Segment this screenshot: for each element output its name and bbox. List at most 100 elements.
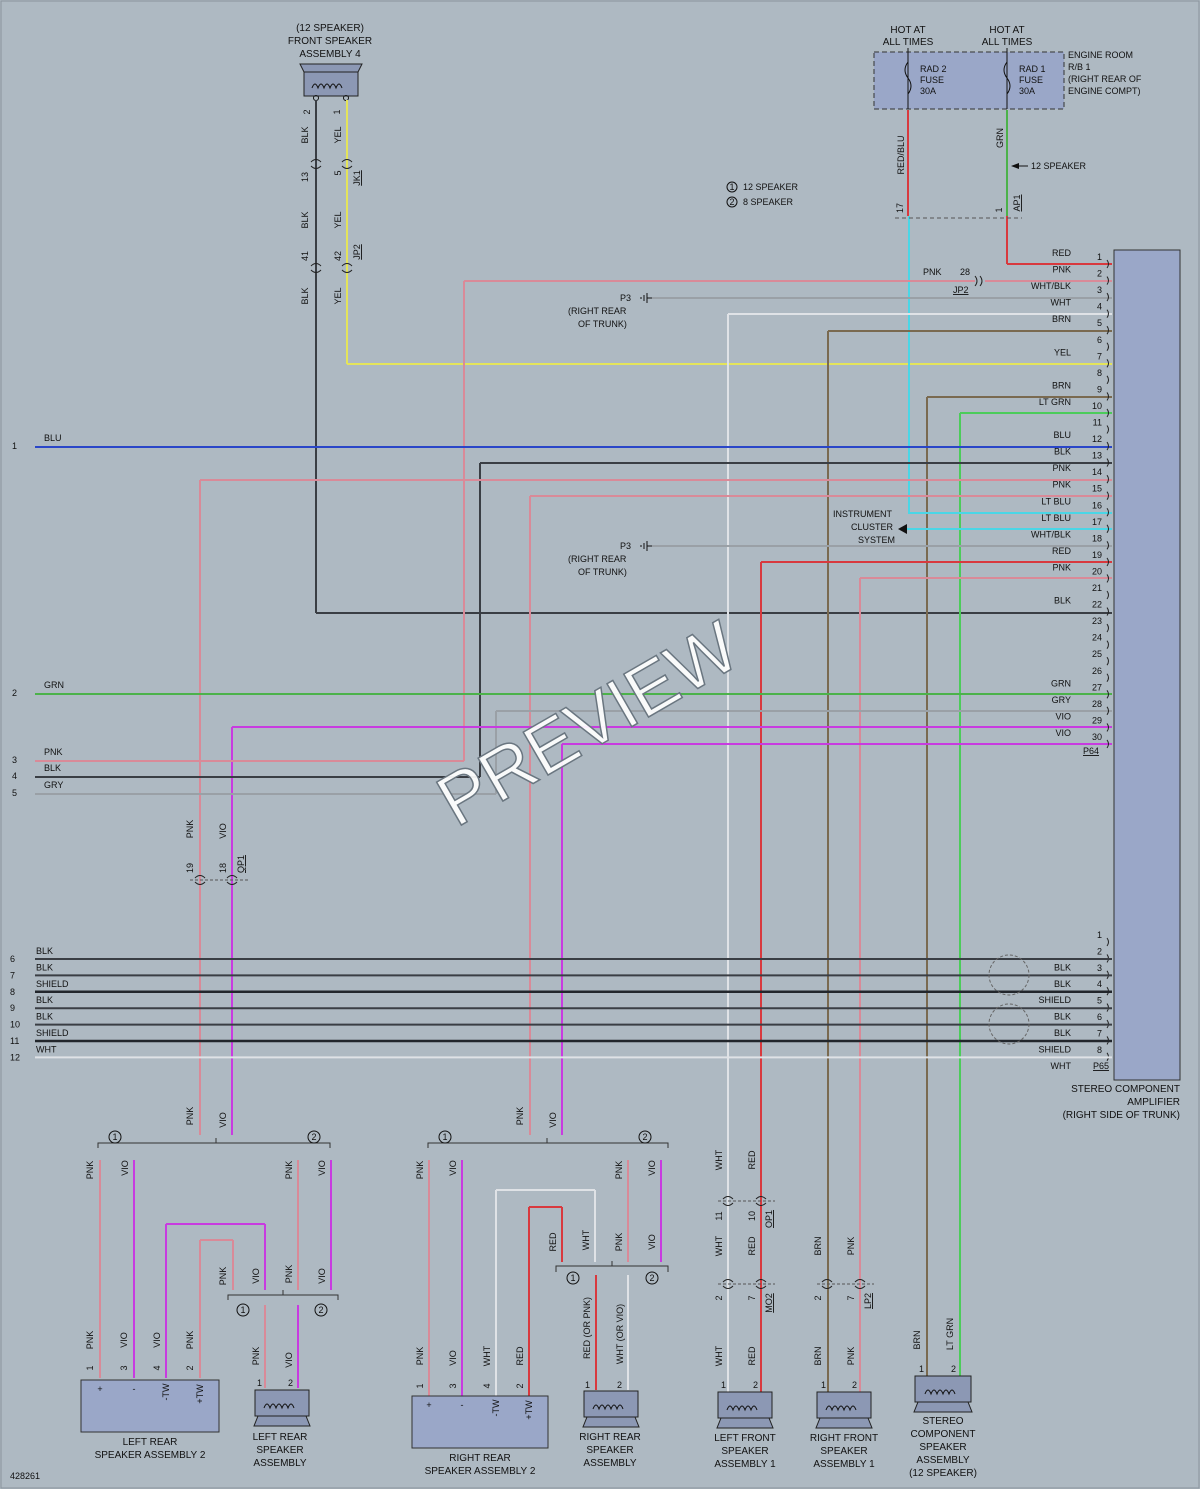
rad1-2: FUSE <box>1019 75 1043 85</box>
left-terminal-color: GRN <box>44 680 64 690</box>
bus-line-12: 12 WHT <box>10 1044 1112 1062</box>
rad2-2: FUSE <box>920 75 944 85</box>
amp-pin-color: BLU <box>1053 430 1071 440</box>
f4-pin1: 1 <box>332 109 342 114</box>
lf-mo2: MO2 <box>764 1293 774 1313</box>
f4-yel2: YEL <box>333 211 343 228</box>
erb-2: R/B 1 <box>1068 62 1091 72</box>
rr-v-pnk: PNK <box>415 1347 425 1366</box>
pin17-top: 17 <box>895 203 905 213</box>
rr-t-mtw: -TW <box>491 1399 501 1416</box>
amp2-pin-number: 8 <box>1097 1045 1102 1055</box>
lr-box2-2: SPEAKER ASSEMBLY 2 <box>95 1450 206 1461</box>
legend-t1: 12 SPEAKER <box>743 182 799 192</box>
f4-blk1: BLK <box>300 126 310 143</box>
rad1-3: 30A <box>1019 86 1035 96</box>
p3a-sub1: (RIGHT REAR <box>568 306 627 316</box>
amp-pin-mark <box>1106 673 1109 683</box>
amp-pin-number: 2 <box>1097 269 1102 279</box>
bus-number: 11 <box>10 1036 19 1046</box>
lf-box-3: ASSEMBLY 1 <box>714 1459 776 1470</box>
amp-pin-color: GRY <box>1052 695 1071 705</box>
left-terminal-number: 1 <box>12 441 17 451</box>
bus-color: WHT <box>36 1044 57 1054</box>
lr-a-pnk: PNK <box>85 1161 95 1180</box>
bus-color: BLK <box>36 946 53 956</box>
amp-pin-24: 24 <box>1092 633 1109 649</box>
ap1-label: AP1 <box>1012 194 1022 211</box>
lf-red2: RED <box>747 1236 757 1256</box>
amp-pin-23: 23 <box>1092 616 1109 633</box>
amp-pin-number: 13 <box>1092 451 1102 461</box>
rr-s2: 2 <box>649 1273 654 1283</box>
amp-pin-number: 5 <box>1097 318 1102 328</box>
bus-number: 10 <box>10 1020 20 1030</box>
amp2-pin-color: BLK <box>1054 962 1071 972</box>
rf-pnk2: PNK <box>846 1347 856 1366</box>
rr-vio2: VIO <box>647 1234 657 1250</box>
amp-pin-color: BRN <box>1052 380 1071 390</box>
legend-n1: 1 <box>729 182 734 192</box>
amp-pin-mark <box>1106 325 1109 335</box>
amp-pin-mark <box>1106 739 1109 749</box>
lr-c-vio2: VIO <box>152 1332 162 1348</box>
lr-box1-3: ASSEMBLY <box>253 1458 306 1469</box>
bus-number: 12 <box>10 1052 20 1062</box>
lr-v1-pnk: PNK <box>218 1267 228 1286</box>
lr-v1-vio: VIO <box>251 1268 261 1284</box>
amp-pin-number: 21 <box>1092 583 1102 593</box>
rr-sp-wht: WHT (OR VIO) <box>615 1304 625 1364</box>
p65-label: P65 <box>1093 1061 1109 1071</box>
amp-pin-color: RED <box>1052 546 1072 556</box>
red-blu-label: RED/BLU <box>896 135 906 174</box>
amp-pin-number: 27 <box>1092 682 1102 692</box>
amp-pin-number: 19 <box>1092 550 1102 560</box>
rr-vio: VIO <box>548 1112 558 1128</box>
amp-pin-8: 8 <box>1097 368 1109 385</box>
lr-pnk: PNK <box>185 1107 195 1126</box>
qp1-18: 18 <box>218 863 228 873</box>
lr-sp1: 1 <box>257 1378 262 1388</box>
pin1-top: 1 <box>994 207 1004 212</box>
p3a-sub2: OF TRUNK) <box>578 319 627 329</box>
amp-pin-number: 16 <box>1092 500 1102 510</box>
qp1-name: QP1 <box>236 855 246 873</box>
rr-wht: WHT <box>581 1229 591 1250</box>
left-terminal-2: 2 GRN <box>12 680 64 698</box>
hot1-1: HOT AT <box>890 25 925 36</box>
amp-pin-mark <box>1106 474 1109 484</box>
bus-color: BLK <box>36 962 53 972</box>
rr-t-minus: - <box>461 1400 464 1410</box>
amp-pin-mark <box>1106 259 1109 269</box>
amp-pin-mark <box>1106 640 1109 649</box>
rr-b-vio: VIO <box>647 1160 657 1176</box>
f4-pin5: 5 <box>333 170 343 175</box>
amp-pin-number: 18 <box>1092 533 1102 543</box>
amp-pin-mark <box>1106 292 1109 302</box>
f4-blk3: BLK <box>300 287 310 304</box>
lr-s2: 2 <box>318 1305 323 1315</box>
lf-red: RED <box>747 1150 757 1170</box>
rr-red: RED <box>548 1232 558 1252</box>
bus-number: 7 <box>10 970 15 980</box>
amp-pin-number: 25 <box>1092 649 1102 659</box>
amp-pin-21: 21 <box>1092 583 1109 600</box>
lr-sp2: 2 <box>288 1378 293 1388</box>
qp1-vio: VIO <box>218 823 228 839</box>
amp-pin-color: BLK <box>1054 447 1071 457</box>
amp-pin-mark <box>1106 623 1109 633</box>
amp-pin-number: 6 <box>1097 335 1102 345</box>
left-terminal-number: 2 <box>12 688 17 698</box>
left-rear-speaker-icon: 1 2 <box>253 1378 311 1427</box>
amp2-pin-number: 1 <box>1097 930 1102 940</box>
lr-sp-pnk: PNK <box>251 1347 261 1366</box>
rr-a-vio: VIO <box>448 1160 458 1176</box>
left-front-speaker-icon: 1 2 <box>716 1380 774 1429</box>
lr-box1-2: SPEAKER <box>256 1445 303 1456</box>
amp-pin-number: 15 <box>1092 484 1102 494</box>
rr-box1-1: RIGHT REAR <box>579 1432 641 1443</box>
right-rear-speaker-2-box <box>411 1395 549 1449</box>
